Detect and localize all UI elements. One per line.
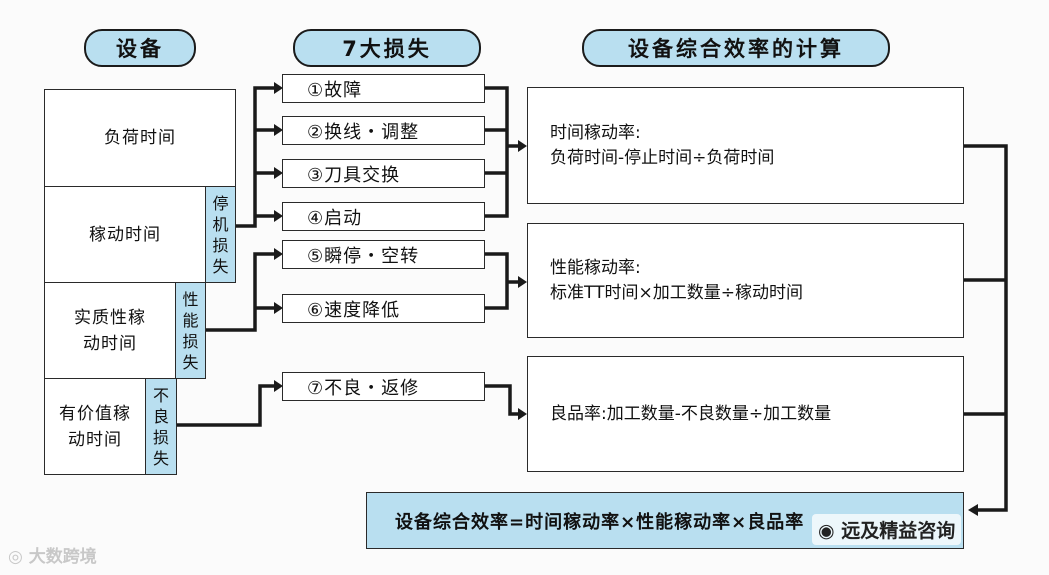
oee-result-formula: 设备综合效率=时间稼动率×性能稼动率×良品率 — [395, 511, 805, 533]
defect-loss-block: 不良损失 — [145, 378, 177, 475]
valuable-operating-time-block: 有价值稼动时间 — [44, 378, 146, 475]
availability-title: 时间稼动率: — [550, 122, 641, 143]
header-oee-calc: 设备综合效率的计算 — [582, 29, 890, 67]
loss-item-minor-stop: ⑤瞬停・空转 — [282, 240, 485, 269]
load-time-label: 负荷时间 — [104, 128, 176, 148]
weibo-icon: ◎ — [8, 547, 29, 567]
downtime-loss-label: 停机损失 — [212, 193, 229, 276]
loss-item-tool-change: ③刀具交换 — [282, 159, 485, 188]
quality-box: 良品率:加工数量-不良数量÷加工数量 — [527, 356, 964, 472]
operating-time-block: 稼动时间 — [44, 186, 206, 283]
watermark-left-text: 大数跨境 — [28, 547, 97, 567]
performance-title: 性能稼动率: — [550, 257, 641, 278]
performance-loss-block: 性能损失 — [175, 282, 206, 379]
loss-item-speed-loss: ⑥速度降低 — [282, 294, 485, 323]
loss-item-defect-rework: ⑦不良・返修 — [282, 372, 485, 401]
quality-formula: 良品率:加工数量-不良数量÷加工数量 — [550, 403, 832, 424]
availability-box: 时间稼动率: 负荷时间-停止时间÷负荷时间 — [527, 87, 964, 204]
performance-box: 性能稼动率: 标准TT时间×加工数量÷稼动时间 — [527, 223, 964, 338]
net-operating-time-block: 实质性稼动时间 — [44, 282, 176, 379]
availability-formula: 负荷时间-停止时间÷负荷时间 — [550, 147, 775, 168]
wechat-icon: ◉ — [818, 520, 842, 542]
watermark-right-text: 远及精益咨询 — [841, 520, 956, 542]
valuable-operating-time-label: 有价值稼动时间 — [59, 403, 131, 450]
defect-loss-label: 不良损失 — [153, 385, 170, 468]
performance-formula: 标准TT时间×加工数量÷稼动时间 — [550, 282, 803, 303]
header-equipment: 设备 — [84, 29, 196, 67]
watermark-left: ◎ 大数跨境 — [8, 542, 97, 567]
header-seven-losses: 7大损失 — [293, 29, 481, 67]
performance-loss-label: 性能损失 — [182, 289, 199, 372]
watermark-right: ◉ 远及精益咨询 — [812, 514, 962, 545]
load-time-block: 负荷时间 — [44, 89, 236, 187]
loss-item-startup: ④启动 — [282, 202, 485, 231]
loss-item-changeover: ②换线・调整 — [282, 116, 485, 145]
downtime-loss-block: 停机损失 — [205, 186, 236, 283]
loss-item-breakdown: ①故障 — [282, 74, 485, 103]
operating-time-label: 稼动时间 — [89, 224, 161, 245]
net-operating-time-label: 实质性稼动时间 — [74, 307, 146, 354]
